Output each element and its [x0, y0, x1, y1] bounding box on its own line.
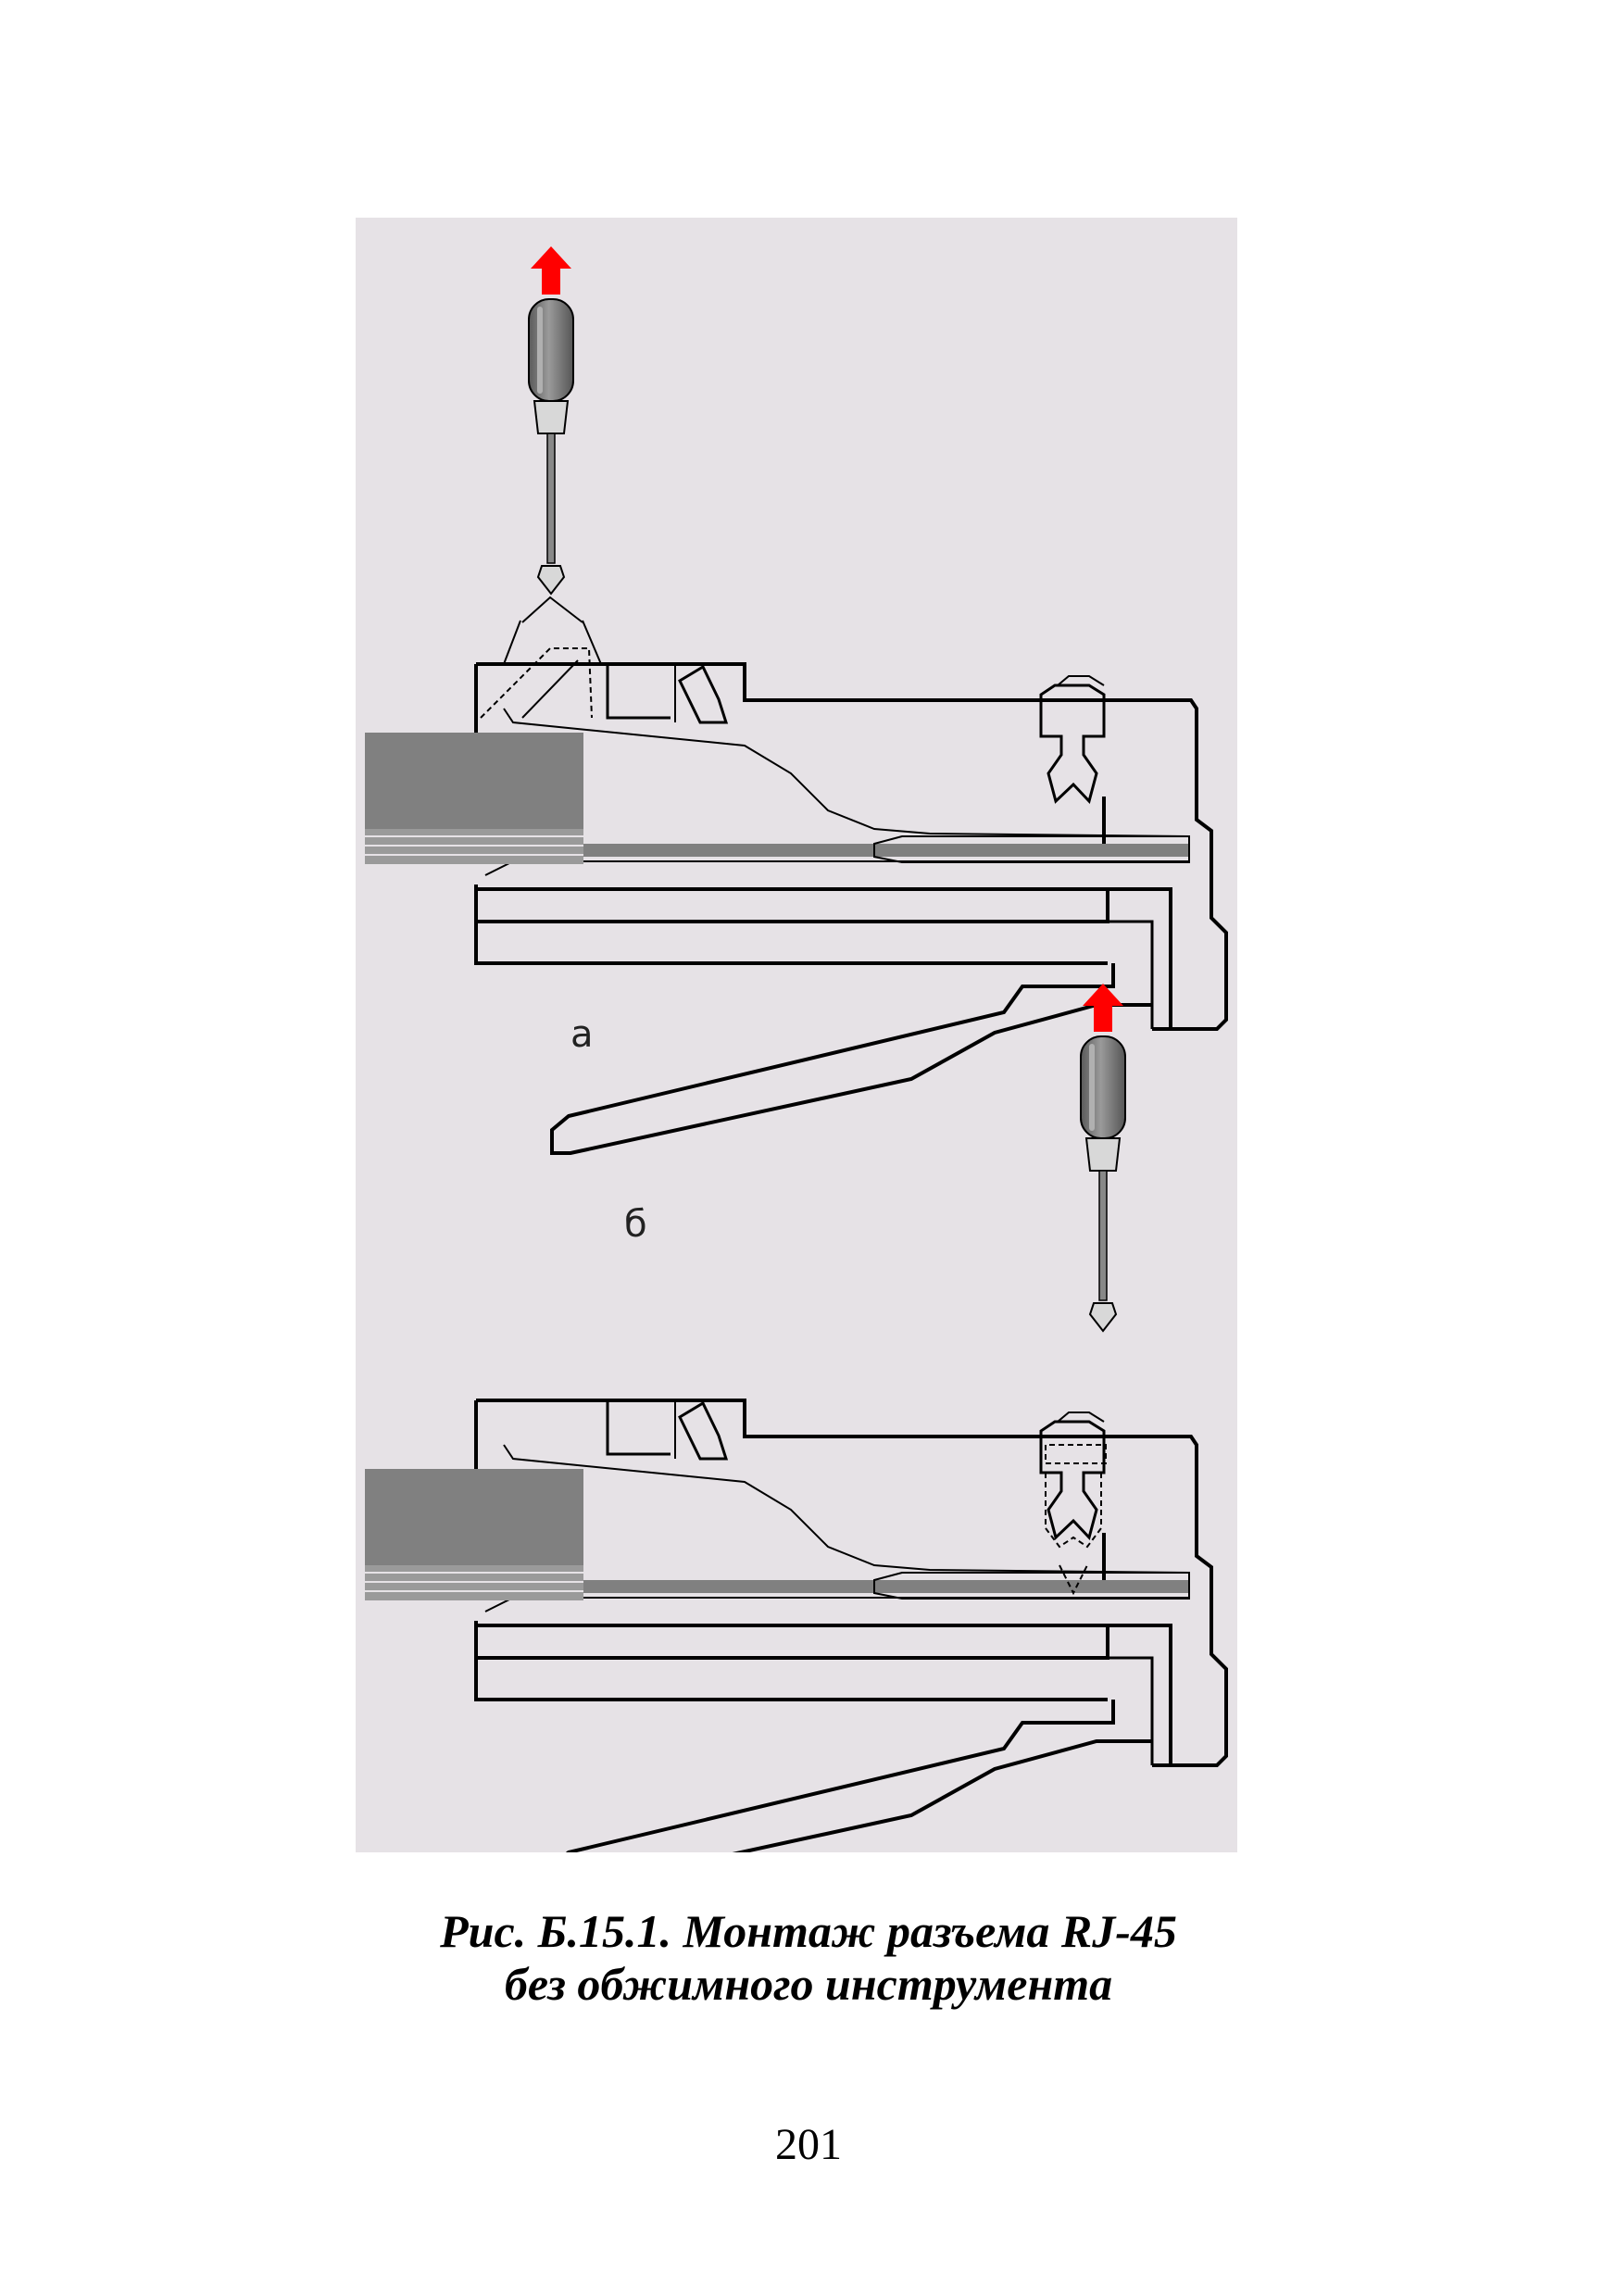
figure-background	[356, 218, 1237, 1852]
panel-label-a: а	[570, 1013, 594, 1056]
panel-b: б	[363, 983, 1228, 1852]
panel-a: а	[363, 245, 1228, 1155]
figure-caption-line2: без обжимного инструмента	[504, 1958, 1113, 2010]
figure-caption-line1: Рис. Б.15.1. Монтаж разъема RJ-45	[440, 1905, 1177, 1957]
figure-rj45-mounting: а б	[356, 218, 1237, 1852]
panel-label-b: б	[624, 1203, 647, 1246]
page-number: 201	[775, 2120, 842, 2169]
figure-illustration: а б	[356, 218, 1237, 1852]
